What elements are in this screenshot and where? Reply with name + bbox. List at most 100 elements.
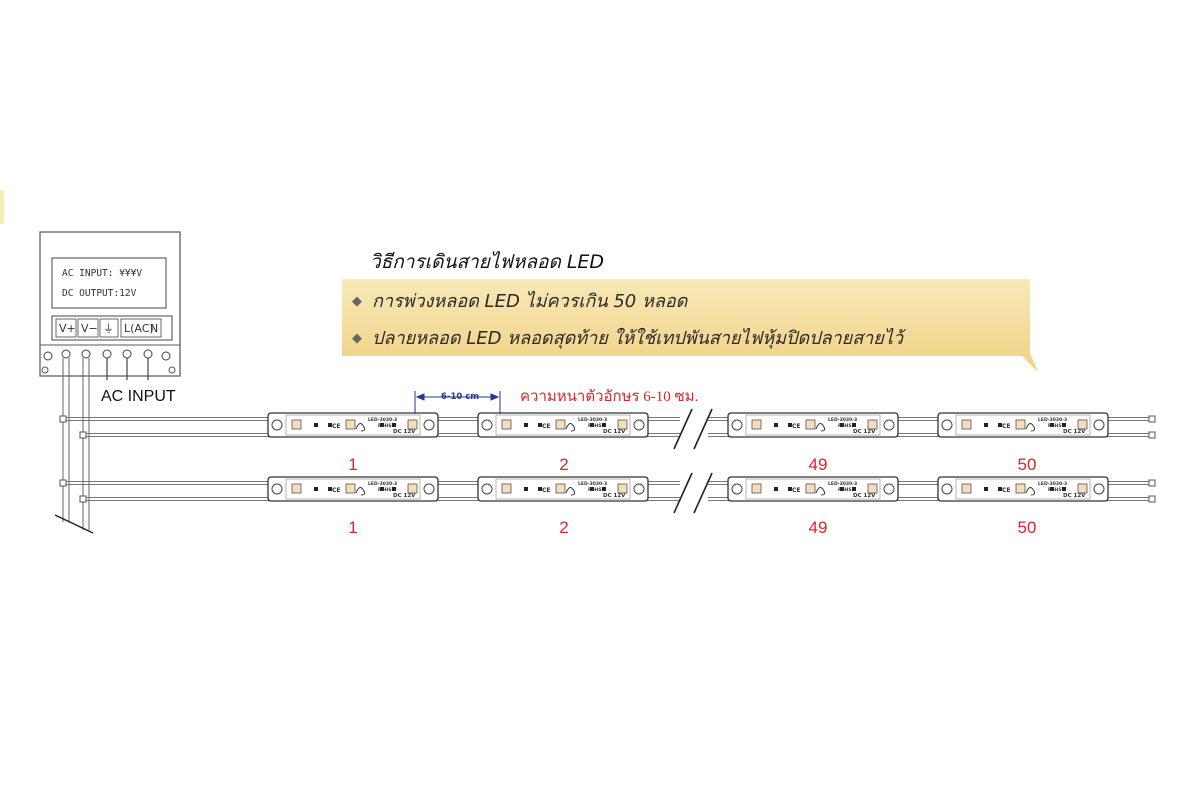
spacing-dimension <box>414 391 501 414</box>
resistor <box>392 487 396 491</box>
brand-logo-icon <box>1025 423 1036 432</box>
resistor <box>1062 423 1066 427</box>
module-voltage: DC 12V <box>393 493 416 499</box>
led-chip <box>291 483 302 494</box>
resistor <box>602 423 606 427</box>
module-voltage: DC 12V <box>853 429 876 435</box>
led-chip <box>407 419 418 430</box>
psu-input-label: AC INPUT: ¥¥¥V <box>62 268 142 279</box>
resistor <box>590 487 594 491</box>
resistor <box>1050 423 1054 427</box>
ce-mark: CE <box>542 487 551 494</box>
bus-junction <box>59 479 67 487</box>
led-chip <box>867 419 878 430</box>
module-number: 49 <box>809 455 828 474</box>
led-chip <box>555 419 566 430</box>
mounting-hole <box>423 419 435 431</box>
note-bullet-1: ◆ <box>352 294 362 309</box>
mounting-hole <box>633 483 645 495</box>
resistor <box>602 487 606 491</box>
psu-label-panel <box>51 257 167 309</box>
terminal-l-ac: L(AC) <box>124 322 154 335</box>
resistor <box>788 423 792 427</box>
led-chip <box>867 483 878 494</box>
terminal-vplus: V+ <box>59 322 76 335</box>
note-bullet-2: ◆ <box>352 331 362 346</box>
ce-mark: CE <box>332 487 341 494</box>
module-model: LED-3030-3 <box>828 481 857 487</box>
bus-junction <box>79 495 87 503</box>
brand-logo-icon <box>1025 487 1036 496</box>
resistor <box>380 487 384 491</box>
spacing-label: 6-10 cm <box>441 392 479 402</box>
bus-junction <box>79 431 87 439</box>
ce-mark: CE <box>1002 423 1011 430</box>
module-number: 1 <box>348 455 357 474</box>
ce-mark: CE <box>792 423 801 430</box>
rohs-mark: RoHS <box>588 487 602 493</box>
led-chip <box>555 483 566 494</box>
led-chip <box>961 419 972 430</box>
mounting-hole <box>941 483 953 495</box>
mounting-hole <box>1093 483 1105 495</box>
rohs-mark: RoHS <box>1048 423 1062 429</box>
wire-end-cap <box>1148 495 1156 503</box>
rohs-mark: RoHS <box>378 487 392 493</box>
ac-input-label: AC INPUT <box>101 388 176 405</box>
resistor <box>852 423 856 427</box>
resistor <box>840 423 844 427</box>
led-chip <box>291 419 302 430</box>
module-model: LED-3030-3 <box>828 417 857 423</box>
module-number: 2 <box>559 455 568 474</box>
module-model: LED-3030-3 <box>368 481 397 487</box>
led-chip <box>1015 483 1026 494</box>
mounting-hole <box>731 483 743 495</box>
mounting-hole <box>271 483 283 495</box>
mounting-hole <box>883 419 895 431</box>
module-model: LED-3030-3 <box>1038 481 1067 487</box>
mounting-hole <box>271 419 283 431</box>
break-mark <box>693 408 713 450</box>
psu-terminal-labels: V+ V− ⏚ L(AC) N <box>55 318 162 338</box>
ce-mark: CE <box>332 423 341 430</box>
module-number: 50 <box>1018 455 1037 474</box>
left-edge-marker <box>0 190 4 224</box>
ac-input-wires <box>106 358 149 380</box>
wire-end-cap <box>1148 415 1156 423</box>
psu-output-label: DC OUTPUT:12V <box>62 288 137 299</box>
led-chip <box>751 483 762 494</box>
rohs-mark: RoHS <box>378 423 392 429</box>
break-mark <box>673 408 693 450</box>
led-chip <box>1015 419 1026 430</box>
resistor <box>538 487 542 491</box>
resistor <box>774 423 778 427</box>
resistor <box>774 487 778 491</box>
brand-logo-icon <box>815 423 826 432</box>
ce-mark: CE <box>792 487 801 494</box>
thickness-label: ความหนาตัวอักษร 6-10 ซม. <box>520 389 698 405</box>
led-chip <box>1077 483 1088 494</box>
module-model: LED-3030-3 <box>578 481 607 487</box>
led-chip <box>1077 419 1088 430</box>
brand-logo-icon <box>565 487 576 496</box>
led-chip <box>501 419 512 430</box>
module-number: 2 <box>559 518 568 537</box>
break-mark <box>673 472 693 514</box>
psu-terminal-panel <box>51 315 173 341</box>
wire-end-cap <box>1148 479 1156 487</box>
module-voltage: DC 12V <box>603 429 626 435</box>
led-chip <box>617 419 628 430</box>
mounting-hole <box>883 483 895 495</box>
led-chip <box>961 483 972 494</box>
resistor <box>392 423 396 427</box>
ce-mark: CE <box>542 423 551 430</box>
rohs-mark: RoHS <box>1048 487 1062 493</box>
